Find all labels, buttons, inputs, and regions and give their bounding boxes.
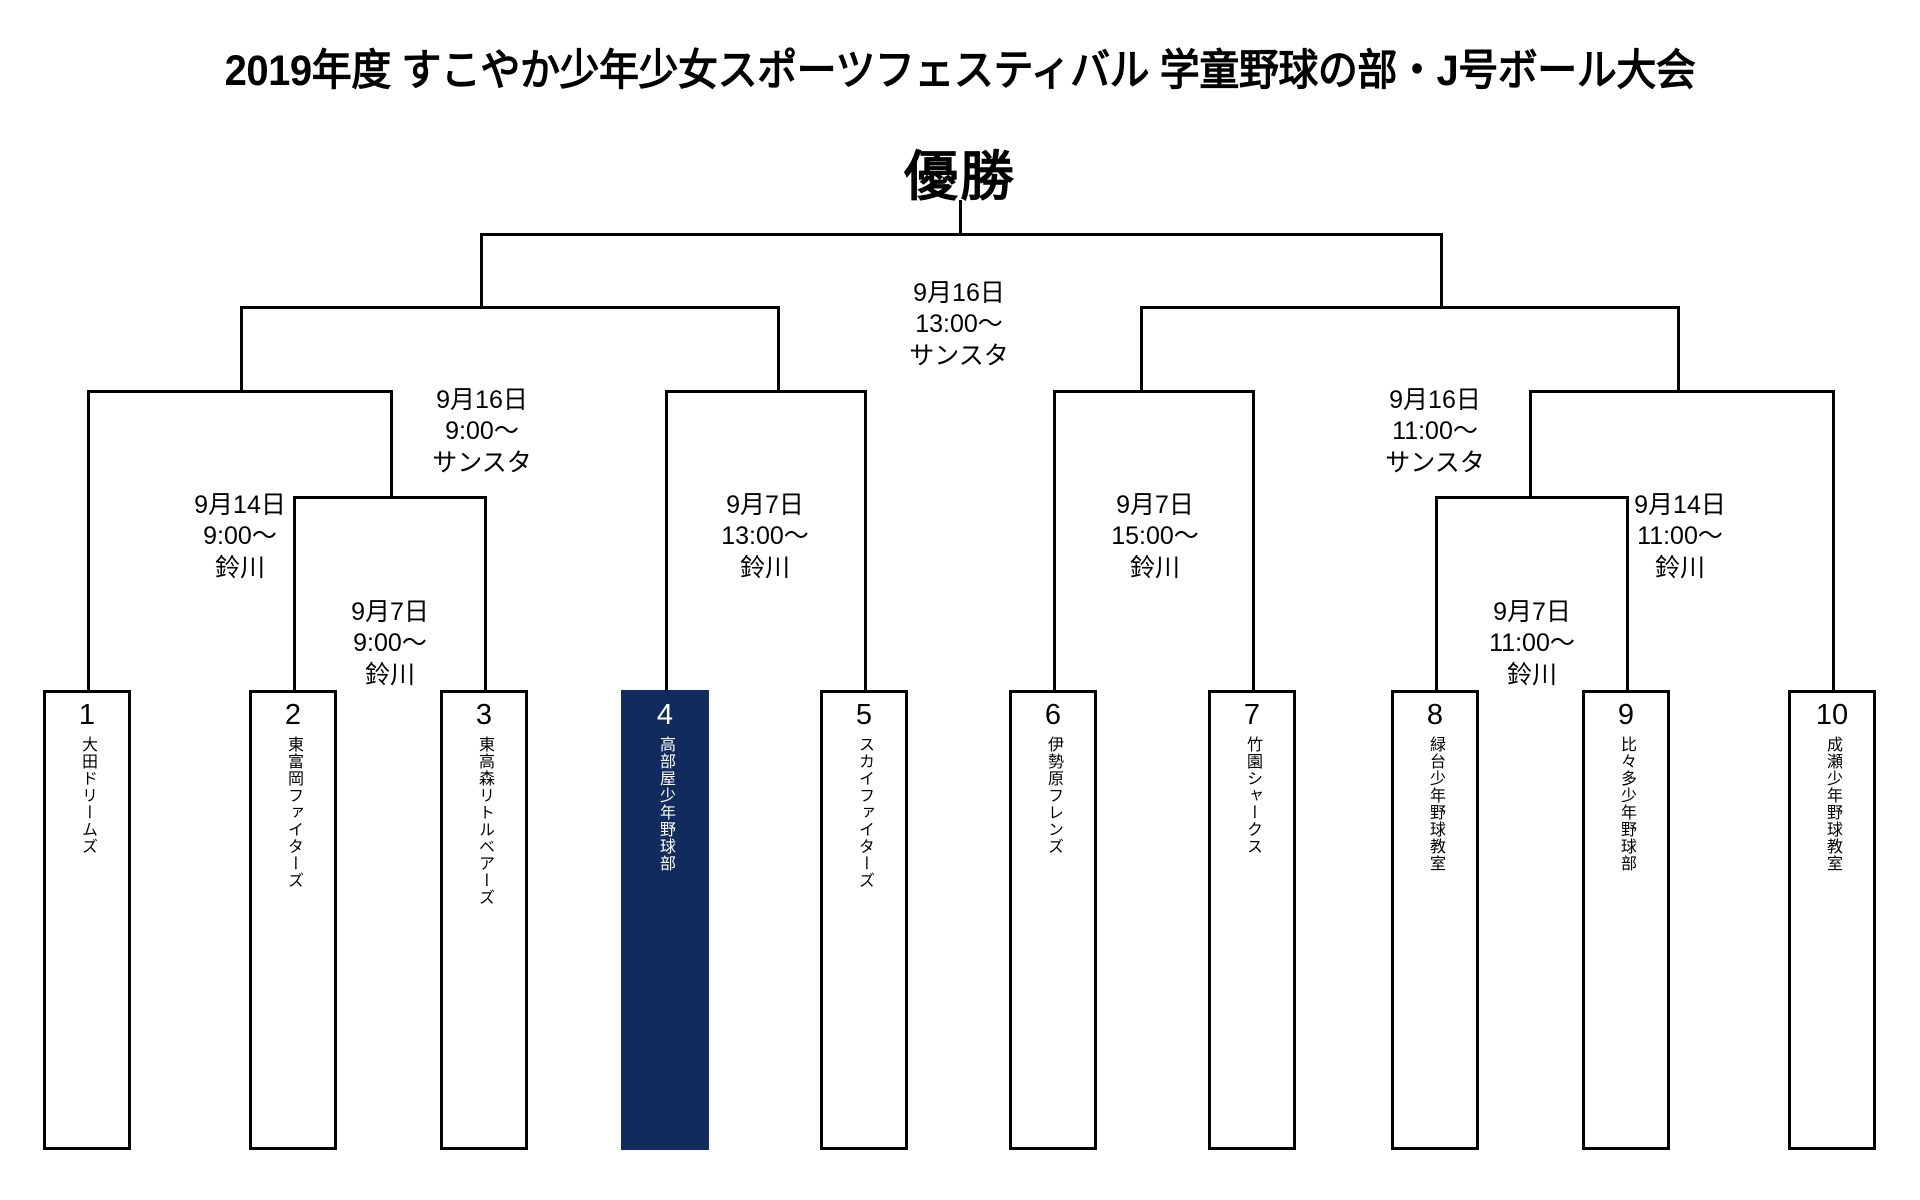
round1-left-drop-l (293, 496, 296, 690)
quarter-l1-drop-r (390, 390, 393, 496)
team-seed-6: 6 (1044, 699, 1062, 731)
match-semi-right: 9月16日 11:00〜 サンスタ (1335, 385, 1535, 479)
final-left-drop (480, 233, 483, 306)
team-name-2: 東富岡ファイターズ (285, 736, 302, 889)
team-box-7[interactable]: 7 竹園シャークス (1208, 690, 1296, 1150)
team-seed-3: 3 (475, 699, 493, 731)
match-quarter-r2-time: 11:00〜 (1637, 522, 1723, 551)
team-box-9[interactable]: 9 比々多少年野球部 (1582, 690, 1670, 1150)
match-semi-right-time: 11:00〜 (1392, 417, 1478, 446)
match-final-venue: サンスタ (909, 341, 1009, 370)
match-semi-right-venue: サンスタ (1385, 448, 1485, 477)
team-box-1[interactable]: 1 大田ドリームズ (43, 690, 131, 1150)
match-quarter-r2-date: 9月14日 (1634, 491, 1726, 519)
team-name-1: 大田ドリームズ (79, 736, 96, 855)
team-name-5: スカイファイターズ (856, 736, 873, 889)
team-name-3: 東高森リトルベアーズ (476, 736, 493, 906)
match-round1-right-venue: 鈴川 (1506, 660, 1557, 689)
team-seed-9: 9 (1617, 699, 1635, 731)
match-final-time: 13:00〜 (915, 310, 1003, 339)
team-seed-8: 8 (1426, 699, 1444, 731)
match-semi-left-date: 9月16日 (436, 386, 528, 414)
match-quarter-l1-venue: 鈴川 (214, 553, 265, 582)
team-seed-1: 1 (78, 699, 96, 731)
match-quarter-r1: 9月7日 15:00〜 鈴川 (1055, 490, 1255, 584)
round1-left-drop-r (484, 496, 487, 690)
match-round1-right-date: 9月7日 (1493, 598, 1571, 626)
semi-right-drop-r (1677, 306, 1680, 390)
match-quarter-r1-venue: 鈴川 (1129, 553, 1180, 582)
match-quarter-l1: 9月14日 9:00〜 鈴川 (140, 490, 340, 584)
team-seed-2: 2 (284, 699, 302, 731)
match-quarter-l2-venue: 鈴川 (739, 553, 790, 582)
team-name-8: 緑台少年野球教室 (1427, 736, 1444, 872)
match-final-date: 9月16日 (913, 279, 1005, 307)
round1-right-drop-r (1626, 496, 1629, 690)
match-round1-right-time: 11:00〜 (1489, 629, 1575, 658)
team-box-6[interactable]: 6 伊勢原フレンズ (1009, 690, 1097, 1150)
team-name-6: 伊勢原フレンズ (1045, 736, 1062, 855)
match-round1-right: 9月7日 11:00〜 鈴川 (1432, 597, 1632, 691)
team-seed-5: 5 (855, 699, 873, 731)
match-round1-left-venue: 鈴川 (364, 660, 415, 689)
team-name-4: 高部屋少年野球部 (657, 736, 674, 872)
quarter-r1-drop-r (1252, 390, 1255, 690)
team-seed-10: 10 (1815, 699, 1849, 731)
quarter-r1-drop-l (1053, 390, 1056, 690)
semi-left-drop-l (240, 306, 243, 390)
team-box-10[interactable]: 10 成瀬少年野球教室 (1788, 690, 1876, 1150)
match-quarter-l2-date: 9月7日 (726, 491, 804, 519)
match-quarter-l1-time: 9:00〜 (203, 522, 277, 551)
match-semi-left: 9月16日 9:00〜 サンスタ (382, 385, 582, 479)
match-quarter-l2-time: 13:00〜 (721, 522, 809, 551)
quarter-l2-drop-r (864, 390, 867, 690)
match-round1-left-time: 9:00〜 (353, 629, 427, 658)
round1-right-drop-l (1435, 496, 1438, 690)
quarter-r1-crossbar (1053, 390, 1255, 393)
round1-right-crossbar (1435, 496, 1629, 499)
match-quarter-r2: 9月14日 11:00〜 鈴川 (1580, 490, 1780, 584)
team-box-4[interactable]: 4 高部屋少年野球部 (621, 690, 709, 1150)
final-right-drop (1440, 233, 1443, 306)
match-semi-left-time: 9:00〜 (445, 417, 519, 446)
final-crossbar (480, 233, 1440, 236)
quarter-r2-drop-l (1529, 390, 1532, 496)
match-quarter-r1-time: 15:00〜 (1111, 522, 1199, 551)
match-quarter-l1-date: 9月14日 (194, 491, 286, 519)
quarter-r2-drop-r (1832, 390, 1835, 690)
quarter-l1-drop-l (87, 390, 90, 690)
match-quarter-l2: 9月7日 13:00〜 鈴川 (665, 490, 865, 584)
round1-left-crossbar (293, 496, 487, 499)
semi-left-drop-r (777, 306, 780, 390)
match-semi-right-date: 9月16日 (1389, 386, 1481, 414)
match-semi-left-venue: サンスタ (432, 448, 532, 477)
team-name-7: 竹園シャークス (1244, 736, 1261, 855)
match-quarter-r1-date: 9月7日 (1116, 491, 1194, 519)
team-box-8[interactable]: 8 緑台少年野球教室 (1391, 690, 1479, 1150)
semi-right-drop-l (1140, 306, 1143, 390)
team-name-10: 成瀬少年野球教室 (1824, 736, 1841, 872)
team-seed-7: 7 (1243, 699, 1261, 731)
team-seed-4: 4 (656, 699, 674, 731)
match-quarter-r2-venue: 鈴川 (1654, 553, 1705, 582)
semi-left-crossbar (240, 306, 780, 309)
team-box-2[interactable]: 2 東富岡ファイターズ (249, 690, 337, 1150)
quarter-l2-crossbar (665, 390, 867, 393)
match-final: 9月16日 13:00〜 サンスタ (859, 278, 1059, 372)
match-round1-left-date: 9月7日 (351, 598, 429, 626)
quarter-l1-crossbar (87, 390, 393, 393)
semi-right-crossbar (1140, 306, 1680, 309)
team-box-3[interactable]: 3 東高森リトルベアーズ (440, 690, 528, 1150)
final-stem (959, 200, 962, 234)
quarter-r2-crossbar (1529, 390, 1835, 393)
team-name-9: 比々多少年野球部 (1618, 736, 1635, 872)
page-title: 2019年度 すこやか少年少女スポーツフェスティバル 学童野球の部・J号ボール大… (224, 47, 1696, 95)
quarter-l2-drop-l (665, 390, 668, 690)
match-round1-left: 9月7日 9:00〜 鈴川 (290, 597, 490, 691)
champion-label: 優勝 (904, 147, 1016, 207)
team-box-5[interactable]: 5 スカイファイターズ (820, 690, 908, 1150)
